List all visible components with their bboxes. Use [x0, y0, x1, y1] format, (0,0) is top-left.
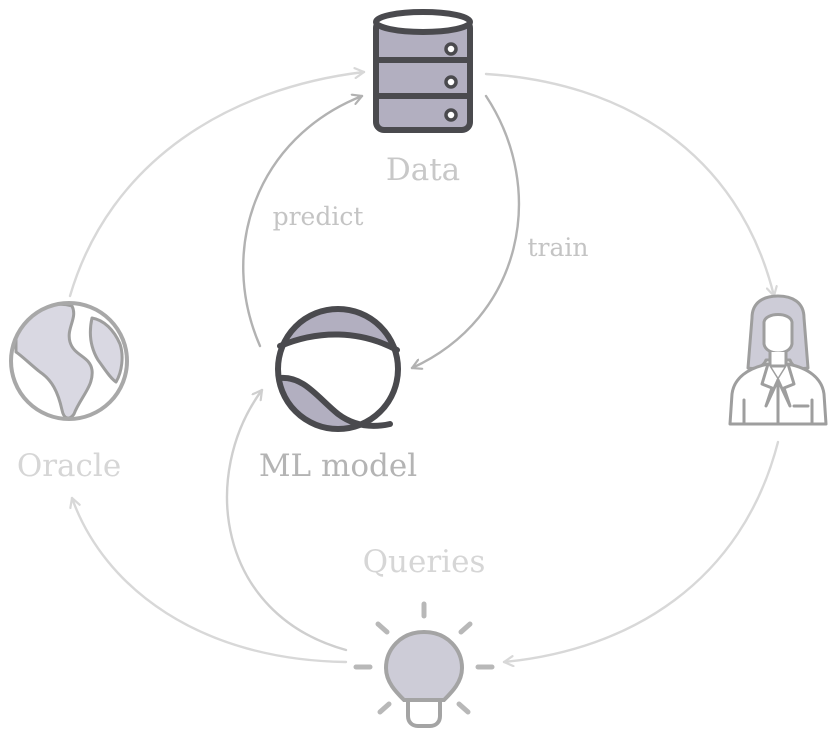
- arrow-data-to-expert: [484, 72, 774, 298]
- arrow-queries-to-oracle: [72, 496, 348, 664]
- arrow-train: [410, 94, 521, 368]
- ml-model-ball-icon: [275, 306, 401, 432]
- database-icon: [373, 9, 473, 133]
- arrow-predict: [242, 96, 364, 348]
- predict-edge-label: predict: [273, 202, 364, 231]
- arrow-queries-to-model: [225, 388, 348, 652]
- queries-label: Queries: [363, 544, 486, 580]
- lightbulb-icon: [353, 601, 495, 728]
- arrow-oracle-to-data: [68, 72, 366, 298]
- globe-icon: [9, 301, 129, 421]
- scientist-icon: [728, 294, 828, 426]
- arrow-expert-to-queries: [502, 440, 780, 662]
- data-label: Data: [386, 152, 460, 188]
- train-edge-label: train: [528, 233, 589, 262]
- oracle-label: Oracle: [17, 448, 121, 484]
- ml-model-label: ML model: [259, 448, 417, 484]
